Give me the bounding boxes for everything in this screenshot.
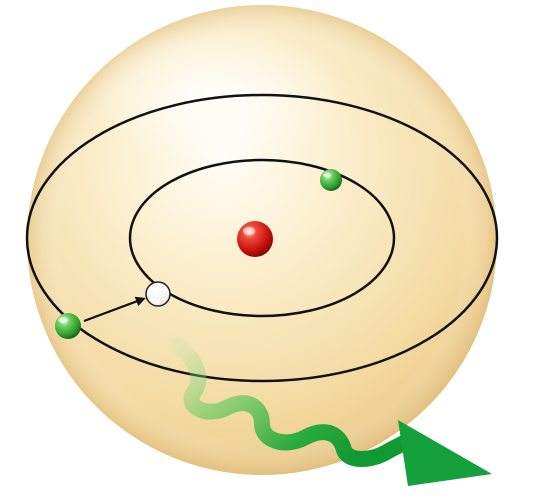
- nucleus: [237, 221, 273, 257]
- electron-outer: [55, 313, 81, 339]
- photon-arrow-head: [398, 420, 492, 486]
- electron-inner: [320, 169, 342, 191]
- sphere-highlight: [85, 25, 345, 165]
- electron-vacancy: [146, 282, 170, 306]
